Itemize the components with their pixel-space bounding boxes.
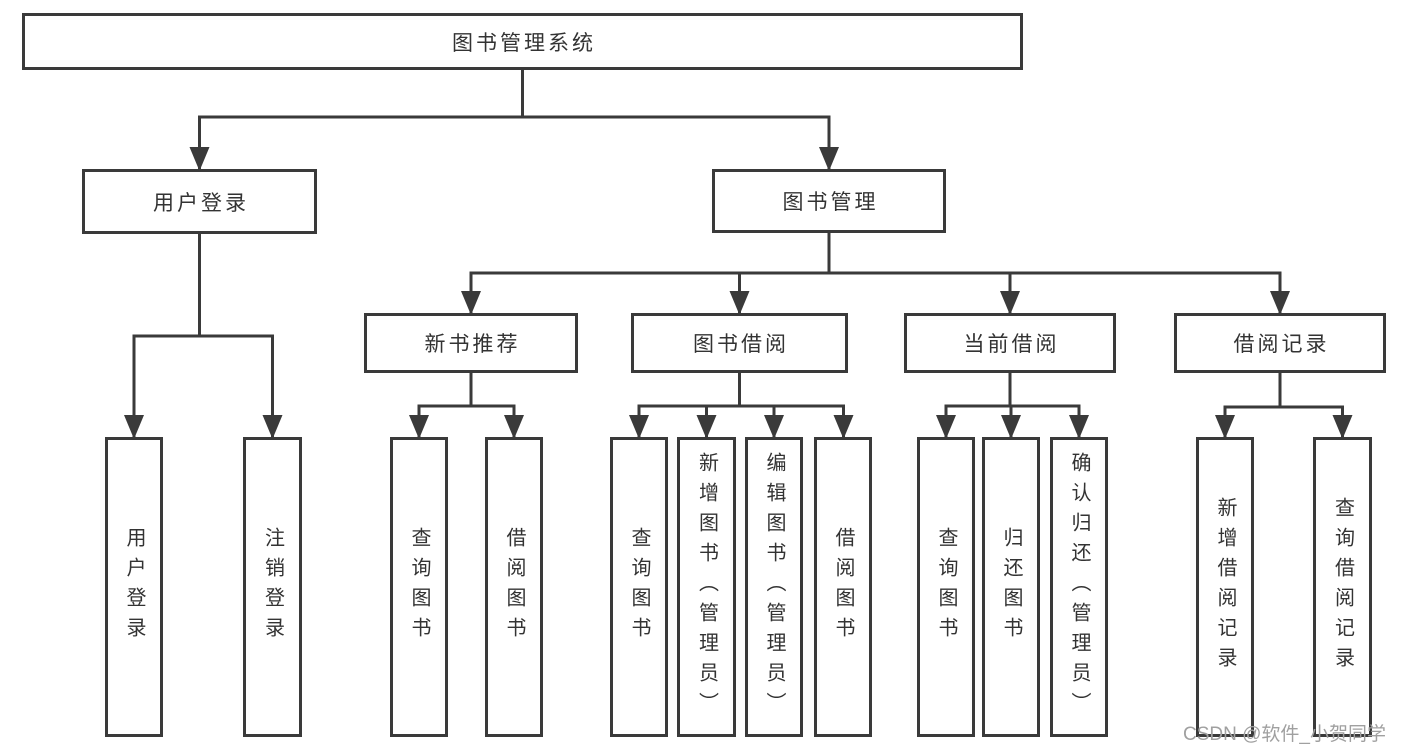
node-user-login-leaf: 用户登录 — [105, 437, 163, 737]
node-query-books-current: 查询图书 — [917, 437, 975, 737]
node-new-book-recommend: 新书推荐 — [364, 313, 578, 373]
node-label: 借阅图书 — [503, 527, 525, 647]
node-label: 查询图书 — [935, 527, 957, 647]
node-user-login: 用户登录 — [82, 169, 317, 234]
node-borrow-records: 借阅记录 — [1174, 313, 1386, 373]
node-label: 归还图书 — [1000, 527, 1022, 647]
node-book-borrow: 图书借阅 — [631, 313, 848, 373]
node-label: 借阅图书 — [832, 527, 854, 647]
node-label: 新增借阅记录 — [1214, 497, 1236, 677]
node-query-borrow-record: 查询借阅记录 — [1313, 437, 1372, 737]
node-label: 用户登录 — [123, 527, 145, 647]
node-add-borrow-record: 新增借阅记录 — [1196, 437, 1254, 737]
node-confirm-return-admin: 确认归还（管理员） — [1050, 437, 1108, 737]
node-label: 查询图书 — [408, 527, 430, 647]
node-logout-leaf: 注销登录 — [243, 437, 302, 737]
node-label: 注销登录 — [261, 527, 284, 647]
node-label: 编辑图书（管理员） — [763, 452, 785, 722]
node-query-books-borrow: 查询图书 — [610, 437, 668, 737]
node-label: 查询借阅记录 — [1331, 497, 1354, 677]
node-return-books: 归还图书 — [982, 437, 1040, 737]
node-library-management-system: 图书管理系统 — [22, 13, 1023, 70]
node-label: 新增图书（管理员） — [695, 452, 718, 722]
node-borrow-books-recommend: 借阅图书 — [485, 437, 543, 737]
node-query-books-recommend: 查询图书 — [390, 437, 448, 737]
node-current-borrow: 当前借阅 — [904, 313, 1116, 373]
node-add-books-admin: 新增图书（管理员） — [677, 437, 736, 737]
node-label: 查询图书 — [628, 527, 650, 647]
csdn-watermark: CSDN @软件_小贺同学 — [1183, 724, 1386, 745]
node-book-management: 图书管理 — [712, 169, 946, 233]
node-edit-books-admin: 编辑图书（管理员） — [745, 437, 803, 737]
node-borrow-books-leaf: 借阅图书 — [814, 437, 872, 737]
node-label: 确认归还（管理员） — [1068, 452, 1090, 722]
